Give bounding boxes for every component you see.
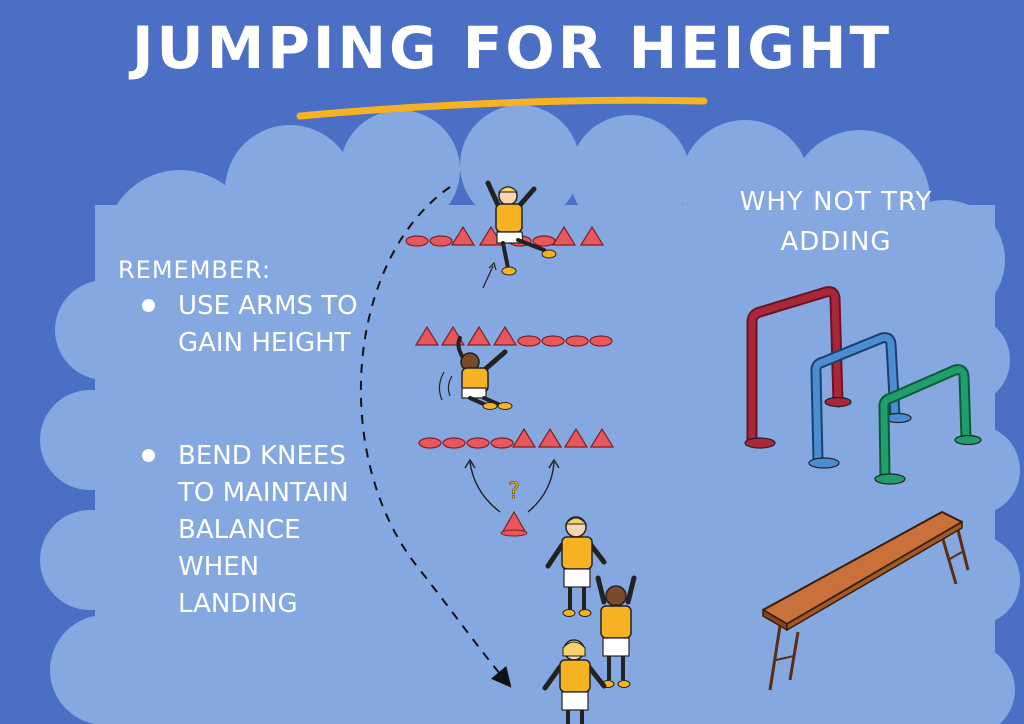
tip-text: USE ARMS TO GAIN HEIGHT — [178, 291, 358, 358]
hurdle-icon — [808, 332, 912, 469]
title-underline — [296, 96, 708, 120]
dashed-arrow-icon — [359, 186, 512, 688]
child-figure-icon — [542, 639, 607, 724]
flat-marker-icon — [565, 335, 589, 347]
marker-row-bottom — [418, 427, 615, 449]
tips-list: USE ARMS TO GAIN HEIGHT — [140, 288, 378, 362]
flat-marker-icon — [589, 335, 613, 347]
child-figure-icon — [438, 336, 513, 410]
cloud-backdrop — [40, 105, 1020, 724]
tips-list: BEND KNEES TO MAINTAIN BALANCE WHEN LAND… — [140, 438, 378, 623]
flat-marker-icon — [429, 235, 453, 247]
child-figure-icon — [482, 180, 557, 289]
choice-arrows — [464, 458, 560, 513]
tip-text: BEND KNEES TO MAINTAIN BALANCE WHEN LAND… — [178, 441, 349, 619]
cone-icon — [589, 427, 615, 448]
flat-marker-icon — [517, 335, 541, 347]
suggestion-text: WHY NOT TRY ADDING — [739, 187, 933, 257]
flat-marker-icon — [466, 437, 490, 449]
cone-icon — [511, 427, 537, 448]
cone-icon — [579, 225, 605, 246]
hurdle-icon — [874, 364, 982, 485]
cone-icon — [551, 225, 577, 246]
page-title: JUMPING FOR HEIGHT — [131, 14, 893, 82]
question-mark: ? — [508, 479, 520, 504]
hurdle-icon — [744, 286, 852, 449]
cone-icon — [492, 325, 518, 346]
cone-icon — [414, 325, 440, 346]
bullet-icon — [142, 299, 155, 312]
flat-marker-icon — [490, 437, 514, 449]
bench-icon — [762, 511, 970, 691]
marker-row-top — [405, 225, 605, 247]
cone-icon — [466, 325, 492, 346]
flat-marker-icon — [442, 437, 466, 449]
remember-heading: REMEMBER: — [118, 256, 272, 284]
cone-icon — [563, 427, 589, 448]
child-figure-icon — [595, 575, 637, 688]
flat-marker-icon — [405, 235, 429, 247]
flat-marker-icon — [532, 235, 556, 247]
child-figure-icon — [545, 516, 607, 617]
cone-icon — [450, 225, 476, 246]
cone-icon — [537, 427, 563, 448]
tip-item: BEND KNEES TO MAINTAIN BALANCE WHEN LAND… — [140, 438, 378, 623]
tip-item: USE ARMS TO GAIN HEIGHT — [140, 288, 378, 362]
bullet-icon — [142, 449, 155, 462]
flat-marker-icon — [418, 437, 442, 449]
flat-marker-icon — [541, 335, 565, 347]
